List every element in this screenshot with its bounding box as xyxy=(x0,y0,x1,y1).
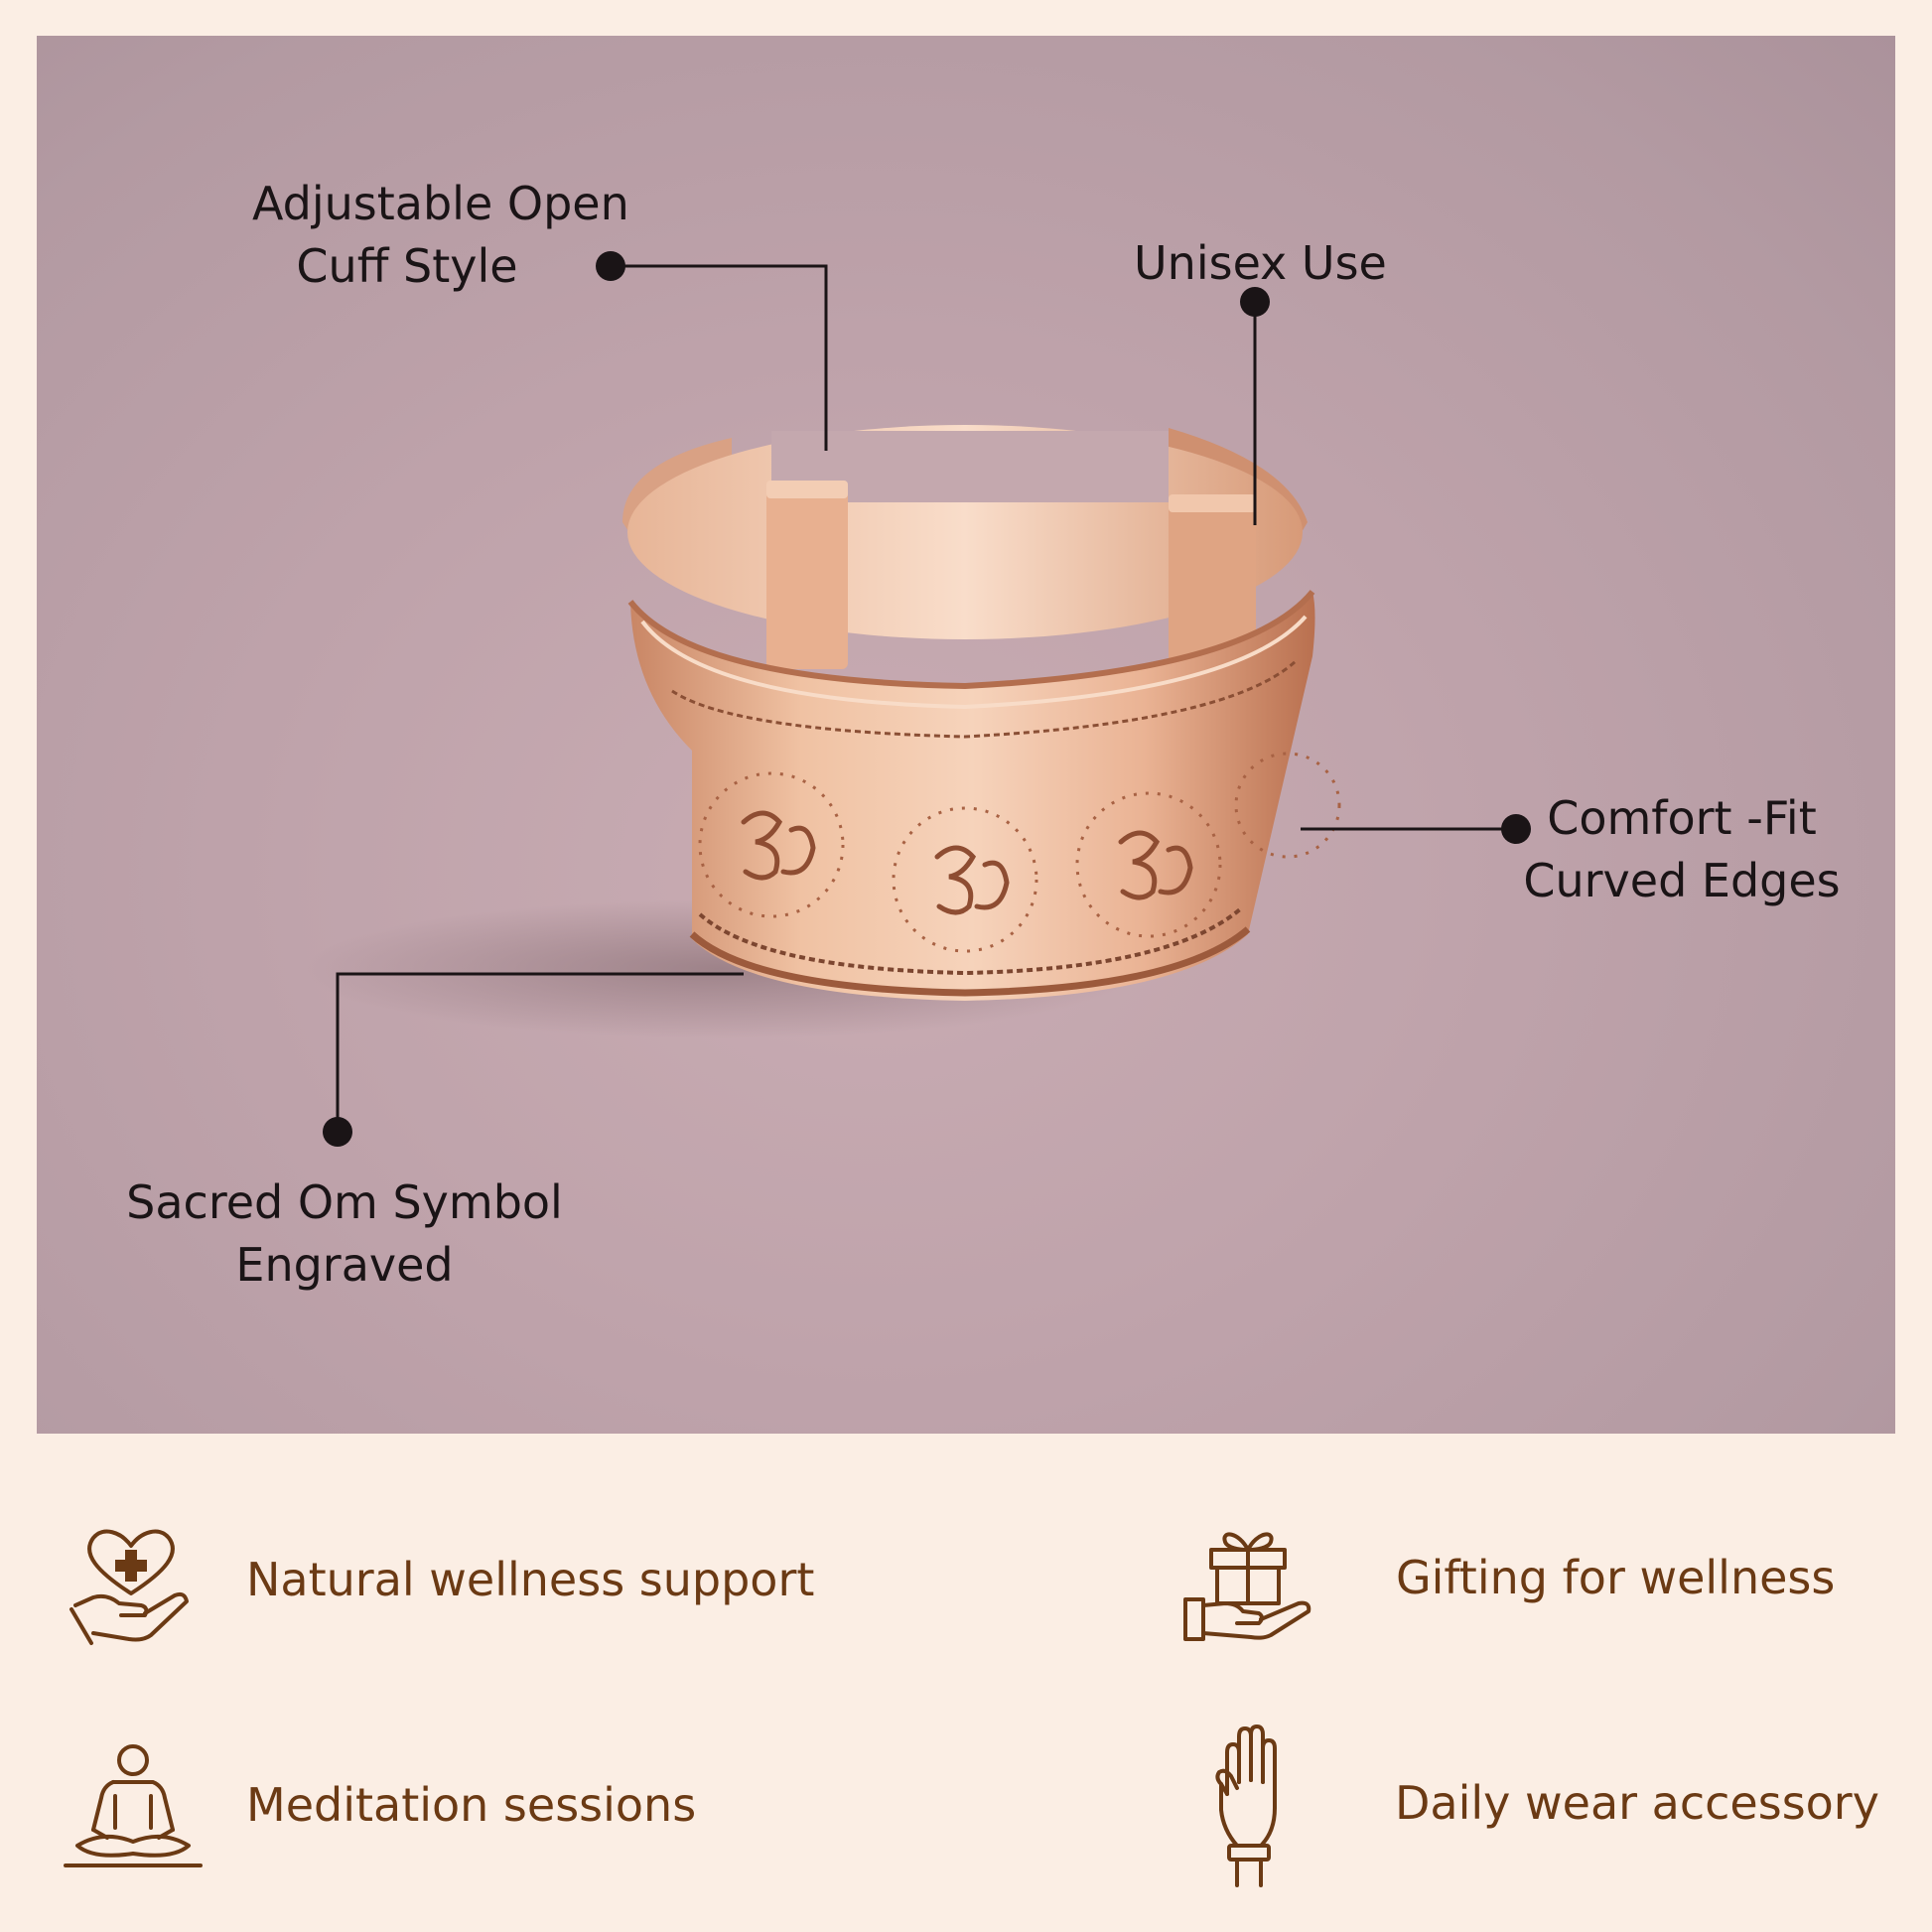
callout-connectors xyxy=(336,264,1516,1132)
meditation-icon xyxy=(64,1744,203,1867)
callout-adjustable-open-cuff: Adjustable Open Cuff Style xyxy=(252,177,629,293)
callout-dot-om xyxy=(323,1117,352,1147)
callout-sacred-om: Sacred Om Symbol Engraved xyxy=(126,1175,563,1292)
callout-dot-unisex xyxy=(1240,287,1270,317)
feature-daily-wear: Daily wear accessory xyxy=(1395,1776,1879,1830)
feature-meditation-sessions: Meditation sessions xyxy=(246,1778,697,1832)
bracelet-illustration xyxy=(305,251,1531,1147)
raised-hand-icon xyxy=(1215,1725,1277,1887)
heart-hand-icon xyxy=(69,1529,189,1645)
product-photo: Adjustable Open Cuff Style Unisex Use Co… xyxy=(37,36,1895,1434)
callout-unisex-use: Unisex Use xyxy=(1134,236,1387,290)
feature-natural-wellness: Natural wellness support xyxy=(246,1553,815,1606)
feature-gifting-wellness: Gifting for wellness xyxy=(1396,1551,1836,1604)
callout-dot-adjustable xyxy=(596,251,625,281)
callout-dot-comfort xyxy=(1501,814,1531,844)
callout-comfort-fit: Comfort -Fit Curved Edges xyxy=(1523,791,1841,907)
gift-hand-icon xyxy=(1183,1532,1311,1641)
